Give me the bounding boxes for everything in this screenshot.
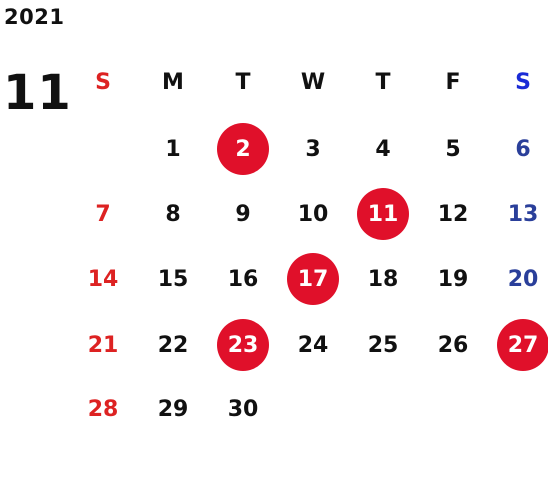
weekday-header: S (515, 69, 531, 95)
day-number: 26 (437, 332, 469, 358)
week-row: 14 15 16 17 18 19 20 (68, 247, 548, 311)
day-number: 28 (87, 396, 119, 422)
day-number: 7 (95, 201, 111, 227)
day-number: 1 (165, 136, 181, 162)
day-cell[interactable]: 13 (488, 182, 548, 246)
day-cell[interactable]: 12 (418, 182, 488, 246)
day-number: 12 (437, 201, 469, 227)
day-number: 18 (367, 266, 399, 292)
holiday-day-number: 2 (217, 123, 269, 175)
weekday-header: T (375, 69, 391, 95)
holiday-day-number: 11 (357, 188, 409, 240)
week-row: 1 2 3 4 5 6 (68, 117, 548, 181)
day-cell[interactable]: 11 (348, 182, 418, 246)
weekday-header: M (162, 69, 184, 95)
day-cell[interactable]: 23 (208, 313, 278, 377)
weekday-header: F (445, 69, 461, 95)
day-number: 6 (515, 136, 531, 162)
day-cell[interactable]: 17 (278, 247, 348, 311)
day-cell[interactable]: 5 (418, 117, 488, 181)
day-cell[interactable]: 15 (138, 247, 208, 311)
day-cell[interactable]: 18 (348, 247, 418, 311)
day-number: 13 (507, 201, 539, 227)
day-number: 30 (227, 396, 259, 422)
day-cell[interactable]: 24 (278, 313, 348, 377)
day-cell[interactable]: 2 (208, 117, 278, 181)
day-number: 8 (165, 201, 181, 227)
day-cell[interactable]: 26 (418, 313, 488, 377)
day-number: 14 (87, 266, 119, 292)
day-cell[interactable]: 1 (138, 117, 208, 181)
day-number: 3 (305, 136, 321, 162)
day-number: 19 (437, 266, 469, 292)
week-row: 7 8 9 10 11 12 13 (68, 182, 548, 246)
day-cell[interactable]: 3 (278, 117, 348, 181)
day-cell[interactable]: 28 (68, 377, 138, 441)
day-number: 16 (227, 266, 259, 292)
day-cell[interactable]: 29 (138, 377, 208, 441)
day-number: 21 (87, 332, 119, 358)
day-cell[interactable]: 14 (68, 247, 138, 311)
year-label: 2021 (4, 5, 65, 29)
day-cell[interactable]: 4 (348, 117, 418, 181)
day-cell[interactable]: 20 (488, 247, 548, 311)
day-cell[interactable]: 10 (278, 182, 348, 246)
day-number: 29 (157, 396, 189, 422)
day-number: 24 (297, 332, 329, 358)
day-cell[interactable]: 8 (138, 182, 208, 246)
day-number: 10 (297, 201, 329, 227)
day-cell[interactable]: 27 (488, 313, 548, 377)
day-number: 9 (235, 201, 251, 227)
week-row: 21 22 23 24 25 26 27 (68, 313, 548, 377)
day-number: 22 (157, 332, 189, 358)
weekday-header: S (95, 69, 111, 95)
day-number: 4 (375, 136, 391, 162)
day-cell[interactable]: 22 (138, 313, 208, 377)
weekday-header: W (300, 69, 326, 95)
weekday-header: T (235, 69, 251, 95)
day-cell[interactable]: 6 (488, 117, 548, 181)
day-number: 5 (445, 136, 461, 162)
day-cell[interactable]: 19 (418, 247, 488, 311)
day-number: 15 (157, 266, 189, 292)
day-number: 25 (367, 332, 399, 358)
holiday-day-number: 23 (217, 319, 269, 371)
holiday-day-number: 27 (497, 319, 548, 371)
day-cell[interactable]: 30 (208, 377, 278, 441)
day-cell[interactable]: 16 (208, 247, 278, 311)
day-number: 20 (507, 266, 539, 292)
day-cell[interactable]: 25 (348, 313, 418, 377)
day-cell[interactable]: 9 (208, 182, 278, 246)
holiday-day-number: 17 (287, 253, 339, 305)
day-cell[interactable]: 7 (68, 182, 138, 246)
day-cell[interactable]: 21 (68, 313, 138, 377)
month-label: 11 (3, 65, 72, 121)
week-row: 28 29 30 (68, 377, 548, 441)
